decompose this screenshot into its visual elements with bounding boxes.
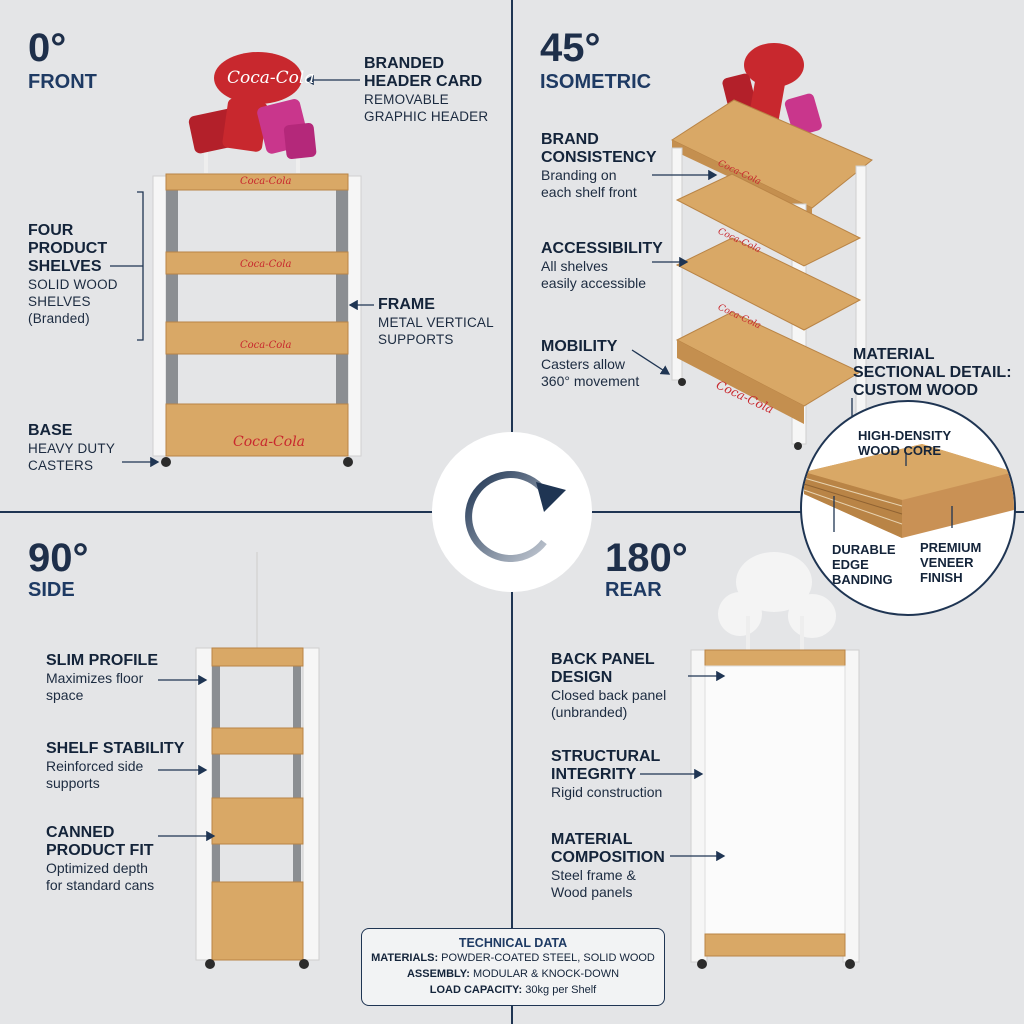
- rear-rack-illustration: [640, 552, 860, 969]
- rotate-arrow-icon: [465, 471, 566, 563]
- veneer-label: PREMIUM VENEER FINISH: [920, 540, 982, 585]
- technical-data-box: TECHNICAL DATA MATERIALS: POWDER-COATED …: [361, 928, 665, 1006]
- frame-title: FRAME: [378, 296, 435, 313]
- rear-view-label: REAR: [605, 579, 662, 601]
- base-title: BASE: [28, 422, 73, 439]
- back-panel-callout: BACK PANEL DESIGN Closed back panel (unb…: [551, 651, 666, 721]
- iso-view-label: ISOMETRIC: [540, 71, 652, 93]
- composition-callout: MATERIAL COMPOSITION Steel frame & Wood …: [551, 831, 665, 901]
- structural-callout: STRUCTURAL INTEGRITY Rigid construction: [551, 748, 662, 801]
- tech-assembly-value: MODULAR & KNOCK-DOWN: [472, 968, 620, 980]
- slim-profile-title: SLIM PROFILE: [46, 652, 158, 669]
- brand-consistency-title: BRAND CONSISTENCY: [541, 131, 657, 166]
- rear-angle: 180°: [605, 536, 688, 580]
- tech-assembly-line: ASSEMBLY: MODULAR & KNOCK-DOWN: [362, 966, 664, 982]
- tech-materials-label: MATERIALS:: [371, 952, 439, 964]
- shelves-title: FOUR PRODUCT SHELVES: [28, 222, 108, 275]
- back-panel-title: BACK PANEL DESIGN: [551, 651, 655, 686]
- composition-title: MATERIAL COMPOSITION: [551, 831, 665, 866]
- canned-fit-sub: Optimized depth for standard cans: [46, 860, 155, 893]
- tech-load-line: LOAD CAPACITY: 30kg per Shelf: [362, 982, 664, 998]
- iso-angle: 45°: [540, 26, 601, 70]
- material-detail-circle: HIGH-DENSITY WOOD CORE DURABLE EDGE BAND…: [800, 400, 1016, 616]
- header-card-sub: REMOVABLE GRAPHIC HEADER: [364, 92, 489, 124]
- front-shelf-brand-1: Coca-Cola: [240, 176, 292, 187]
- iso-rack-illustration: [631, 43, 873, 450]
- base-sub: HEAVY DUTY CASTERS: [28, 441, 116, 473]
- front-view-label: FRONT: [28, 71, 97, 93]
- brand-consistency-sub: Branding on each shelf front: [541, 167, 637, 200]
- technical-data-title: TECHNICAL DATA: [458, 936, 568, 950]
- composition-sub: Steel frame & Wood panels: [551, 867, 636, 900]
- material-detail-callout: MATERIAL SECTIONAL DETAIL: CUSTOM WOOD: [853, 346, 1012, 400]
- side-angle: 90°: [28, 536, 89, 580]
- shelves-callout: FOUR PRODUCT SHELVES SOLID WOOD SHELVES …: [28, 222, 118, 327]
- structural-sub: Rigid construction: [551, 784, 663, 800]
- mobility-title: MOBILITY: [541, 338, 618, 355]
- slim-profile-sub: Maximizes floor space: [46, 670, 144, 703]
- shelf-stability-title: SHELF STABILITY: [46, 740, 185, 757]
- accessibility-title: ACCESSIBILITY: [541, 240, 663, 257]
- wood-core-label: HIGH-DENSITY WOOD CORE: [858, 428, 952, 458]
- tech-load-label: LOAD CAPACITY:: [429, 984, 523, 996]
- tech-assembly-label: ASSEMBLY:: [406, 968, 470, 980]
- wood-section-illustration: [803, 444, 1014, 538]
- brand-consistency-callout: BRAND CONSISTENCY Branding on each shelf…: [541, 131, 657, 201]
- shelf-stability-callout: SHELF STABILITY Reinforced side supports: [46, 740, 184, 792]
- rotate-badge: [432, 432, 592, 592]
- front-shelf-brand-4: Coca-Cola: [233, 434, 306, 450]
- edge-banding-label: DURABLE EDGE BANDING: [832, 542, 896, 587]
- slim-profile-callout: SLIM PROFILE Maximizes floor space: [46, 652, 158, 704]
- header-card-title: BRANDED HEADER CARD: [364, 55, 483, 90]
- material-detail-title: MATERIAL SECTIONAL DETAIL: CUSTOM WOOD: [853, 346, 1012, 399]
- shelf-stability-sub: Reinforced side supports: [46, 758, 144, 791]
- structural-title: STRUCTURAL INTEGRITY: [551, 748, 661, 783]
- back-panel-sub: Closed back panel (unbranded): [551, 687, 667, 720]
- frame-sub: METAL VERTICAL SUPPORTS: [378, 315, 494, 347]
- header-card-callout: BRANDED HEADER CARD REMOVABLE GRAPHIC HE…: [364, 55, 488, 125]
- side-rack-illustration: [158, 552, 320, 969]
- tech-materials-value: POWDER-COATED STEEL, SOLID WOOD: [441, 952, 655, 964]
- tech-materials-line: MATERIALS: POWDER-COATED STEEL, SOLID WO…: [362, 950, 664, 966]
- tech-load-value: 30kg per Shelf: [525, 984, 597, 996]
- mobility-sub: Casters allow 360° movement: [541, 356, 640, 389]
- mobility-callout: MOBILITY Casters allow 360° movement: [541, 338, 639, 390]
- front-header-card: [188, 52, 317, 173]
- canned-fit-title: CANNED PRODUCT FIT: [46, 824, 154, 859]
- header-card-brand-text: Coca-Cola: [227, 68, 315, 88]
- side-view-label: SIDE: [28, 579, 75, 601]
- base-callout: BASE HEAVY DUTY CASTERS: [28, 422, 115, 474]
- front-shelf-brand-3: Coca-Cola: [240, 340, 292, 351]
- frame-callout: FRAME METAL VERTICAL SUPPORTS: [378, 296, 494, 348]
- accessibility-callout: ACCESSIBILITY All shelves easily accessi…: [541, 240, 663, 292]
- shelves-sub: SOLID WOOD SHELVES (Branded): [28, 277, 118, 326]
- front-angle: 0°: [28, 26, 67, 70]
- accessibility-sub: All shelves easily accessible: [541, 258, 647, 291]
- front-rack-illustration: [110, 52, 374, 468]
- canned-fit-callout: CANNED PRODUCT FIT Optimized depth for s…: [46, 824, 154, 894]
- front-shelf-brand-2: Coca-Cola: [240, 259, 292, 270]
